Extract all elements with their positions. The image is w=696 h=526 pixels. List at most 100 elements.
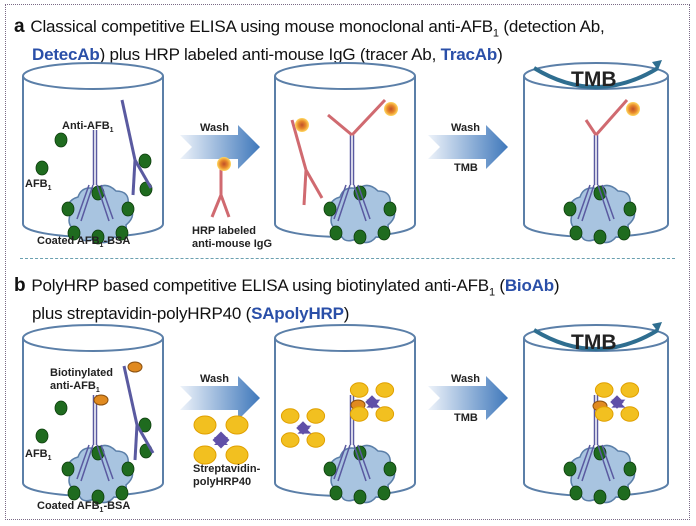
detection-antibody [601, 184, 615, 220]
process-arrow-icon [428, 125, 508, 169]
panel-a-title-text3: ) plus HRP labeled anti-mouse IgG (trace… [99, 45, 441, 65]
afb-molecule-icon [383, 201, 397, 217]
panel-b-title-text: PolyHRP based competitive ELISA using bi… [31, 276, 489, 295]
hrp-enzyme-icon [295, 118, 309, 132]
afb-molecule-icon [377, 485, 391, 501]
afb-molecule-icon [67, 225, 81, 241]
process-arrow-icon [180, 376, 260, 420]
detection-antibody [96, 184, 110, 222]
panel-a-title-text: Classical competitive ELISA using mouse … [30, 17, 493, 36]
biotinylated-antibody [96, 444, 110, 482]
biotinylated-antibody [597, 444, 611, 482]
polyhrp-lobe-icon [225, 415, 249, 435]
arrowhead-icon [652, 322, 662, 332]
paren: ) [497, 45, 503, 65]
tmb-substrate-arc-icon [532, 66, 660, 89]
panel-b-title: b PolyHRP based competitive ELISA using b… [14, 275, 560, 324]
biotinylated-antibody [80, 444, 94, 482]
tracab-label: TracAb [440, 45, 498, 65]
polyhrp-lobe-icon [620, 382, 640, 398]
polyhrp-lobe-icon [280, 408, 300, 424]
afb-molecule-icon [623, 461, 637, 477]
polyhrp-lobe-icon [349, 382, 369, 398]
detecab-label: DetecAb [32, 45, 100, 65]
paren: ) [343, 304, 350, 324]
afb-molecule-icon [623, 201, 637, 217]
paren: ) [553, 276, 560, 295]
biotin-icon [93, 394, 109, 406]
process-arrow-icon [428, 376, 508, 420]
tracer-antibody [219, 194, 231, 218]
detection-antibody [357, 184, 371, 220]
detection-antibody [76, 184, 90, 220]
afb-molecule-icon [563, 201, 577, 217]
polyhrp-lobe-icon [225, 445, 249, 465]
coated-afb-bsa-label: Coated AFB1-BSA [37, 235, 131, 250]
paren: ( [494, 276, 505, 295]
wash-label: Wash [200, 122, 229, 134]
afb-label: AFB1 [25, 448, 52, 463]
bsa-protein-icon [329, 444, 396, 504]
tracer-antibody [210, 194, 223, 218]
afb-molecule-icon [323, 461, 337, 477]
well-rim [274, 62, 416, 90]
biotinylated-antibody [601, 444, 615, 480]
panel-a-tag: a [14, 16, 25, 37]
afb-molecule-icon [54, 400, 68, 416]
wash-label: Wash [451, 122, 480, 134]
afb-molecule-icon [121, 201, 135, 217]
subscript: 1 [492, 27, 499, 40]
wash-label: Wash [200, 373, 229, 385]
free-detection-antibody [120, 99, 137, 161]
coated-afb-bsa-label: Coated AFB1-BSA [37, 500, 131, 515]
biotin-icon [127, 361, 143, 373]
hrp-enzyme-icon [384, 102, 398, 116]
afb-molecule-icon [617, 225, 631, 241]
streptavidin-icon [212, 431, 230, 449]
afb-molecule-icon [383, 461, 397, 477]
afb-molecule-icon [61, 461, 75, 477]
streptavidin-icon [365, 395, 379, 409]
hrp-enzyme-icon [217, 157, 231, 171]
detection-antibody [353, 184, 367, 222]
streptavidin-icon [610, 395, 624, 409]
afb-molecule-icon [138, 417, 152, 433]
wash-label: Wash [451, 373, 480, 385]
hrp-enzyme-icon [626, 102, 640, 116]
afb-molecule-icon [569, 225, 583, 241]
afb-molecule-icon [593, 229, 607, 245]
detection-antibody [337, 184, 351, 222]
bsa-protein-icon [569, 444, 636, 504]
well-rim [22, 324, 164, 352]
tmb-step-label: TMB [454, 412, 478, 424]
biotinylated-antibody [333, 444, 347, 480]
polyhrp-lobe-icon [193, 445, 217, 465]
afb-molecule-icon [54, 132, 68, 148]
biotinylated-antibody [76, 444, 90, 480]
polyhrp-lobe-icon [375, 406, 395, 422]
bioab-label: BioAb [504, 276, 554, 295]
detection-antibody [597, 184, 611, 222]
polyhrp-lobe-icon [280, 432, 300, 448]
afb-molecule-icon [91, 229, 105, 245]
tmb-well-label: TMB [571, 68, 617, 91]
free-tracer-antibody [302, 169, 308, 206]
afb-molecule-icon [115, 225, 129, 241]
afb-molecule-icon [91, 489, 105, 505]
tmb-substrate-arc-icon [532, 328, 660, 351]
panel-b-tag: b [14, 275, 26, 296]
free-biotinylated-antibody [122, 365, 139, 426]
polyhrp-lobe-icon [594, 382, 614, 398]
panel-a-title: a Classical competitive ELISA using mouse… [14, 16, 605, 65]
biotinylated-antibody [100, 444, 114, 480]
afb-molecule-icon [35, 428, 49, 444]
afb-molecule-icon [617, 485, 631, 501]
polyhrp-lobe-icon [193, 415, 217, 435]
afb-molecule-icon [353, 229, 367, 245]
afb-label: AFB1 [25, 178, 52, 193]
tracer-antibody [584, 119, 598, 136]
free-detection-antibody [131, 159, 137, 196]
free-tracer-antibody [290, 119, 308, 171]
polyhrp-lobe-icon [594, 406, 614, 422]
bsa-protein-icon [569, 184, 636, 244]
